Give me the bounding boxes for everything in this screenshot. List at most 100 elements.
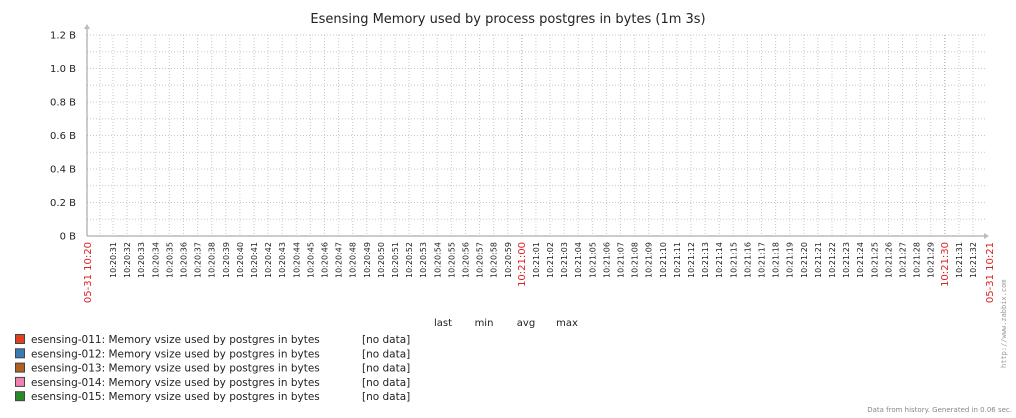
- x-end-label: 05-31 10:21: [985, 242, 996, 303]
- legend-swatch: [15, 362, 25, 373]
- x-tick-label: 10:20:57: [476, 242, 485, 278]
- x-tick-label: 10:21:23: [842, 242, 851, 278]
- y-tick-label: 0 B: [60, 232, 77, 243]
- x-tick-label: 10:20:49: [363, 242, 372, 278]
- x-tick-label: 10:20:59: [504, 242, 513, 278]
- x-tick-label: 10:21:10: [659, 242, 668, 278]
- side-brand: http://www.zabbix.com: [1000, 279, 1008, 368]
- x-tick-label: 10:20:34: [151, 242, 160, 278]
- x-tick-label: 10:21:03: [560, 242, 569, 278]
- x-tick-label: 10:20:46: [320, 242, 329, 278]
- x-tick-label: 10:21:18: [772, 242, 781, 278]
- x-tick-label: 10:20:47: [335, 242, 344, 278]
- legend-series-name: esensing-012: Memory vsize used by postg…: [31, 348, 320, 360]
- x-tick-label: 10:21:22: [828, 242, 837, 278]
- y-axis-arrow: [84, 24, 90, 29]
- x-tick-label: 10:20:43: [278, 242, 287, 278]
- x-tick-label: 10:20:58: [490, 242, 499, 278]
- x-tick-label: 10:21:02: [546, 242, 555, 278]
- x-tick-label: 10:21:13: [701, 242, 710, 278]
- y-tick-label: 0.4 B: [50, 165, 76, 176]
- x-tick-label: 10:20:40: [236, 242, 245, 278]
- axes: [84, 24, 989, 239]
- legend-header-min: min: [475, 318, 494, 329]
- x-tick-label: 10:20:54: [433, 242, 442, 278]
- y-tick-label: 0.8 B: [50, 98, 76, 109]
- x-tick-label: 10:21:07: [617, 242, 626, 278]
- x-tick-label: 10:21:30: [940, 242, 951, 287]
- x-tick-label: 10:21:00: [517, 242, 528, 287]
- x-tick-label: 10:21:06: [602, 242, 611, 278]
- legend-series-value: [no data]: [362, 377, 410, 389]
- x-tick-label: 10:21:04: [574, 242, 583, 278]
- x-tick-label: 10:21:21: [814, 242, 823, 278]
- y-tick-label: 1.0 B: [50, 64, 76, 75]
- x-tick-label: 10:20:53: [419, 242, 428, 278]
- x-tick-label: 10:21:32: [969, 242, 978, 278]
- y-tick-label: 1.2 B: [50, 31, 76, 42]
- legend-header-last: last: [434, 318, 452, 329]
- legend-series-value: [no data]: [362, 348, 410, 360]
- x-tick-label: 10:20:45: [306, 242, 315, 278]
- x-tick-label: 10:21:19: [786, 242, 795, 278]
- x-tick-label: 10:20:48: [349, 242, 358, 278]
- x-tick-label: 10:20:37: [194, 242, 203, 278]
- x-start-label: 05-31 10:20: [83, 242, 94, 303]
- legend-swatch: [15, 376, 25, 387]
- x-tick-label: 10:20:44: [292, 242, 301, 278]
- x-tick-label: 10:21:28: [913, 242, 922, 278]
- x-tick-label: 10:20:52: [405, 242, 414, 278]
- y-tick-label: 0.6 B: [50, 131, 76, 142]
- x-tick-label: 10:21:27: [899, 242, 908, 278]
- x-tick-label: 10:20:38: [208, 242, 217, 278]
- x-tick-label: 10:21:14: [715, 242, 724, 278]
- x-tick-label: 10:20:33: [137, 242, 146, 278]
- x-tick-label: 10:20:56: [461, 242, 470, 278]
- legend-header-max: max: [556, 318, 578, 329]
- x-tick-label: 10:21:15: [729, 242, 738, 278]
- legend-series-name: esensing-011: Memory vsize used by postg…: [31, 334, 320, 346]
- legend-series-value: [no data]: [362, 363, 410, 375]
- x-tick-label: 10:21:09: [645, 242, 654, 278]
- x-tick-label: 10:20:50: [377, 242, 386, 278]
- x-tick-label: 10:21:11: [673, 242, 682, 278]
- x-tick-label: 10:20:32: [123, 242, 132, 278]
- x-axis-ticks: 10:20:31 10:20:32 10:20:33 10:20:34 10:20:35…: [83, 242, 996, 303]
- legend-series-name: esensing-013: Memory vsize used by postg…: [31, 363, 320, 375]
- legend-series-value: [no data]: [362, 334, 410, 346]
- x-tick-label: 10:21:12: [687, 242, 696, 278]
- legend-series-name: esensing-014: Memory vsize used by postg…: [31, 377, 320, 389]
- legend-series-name: esensing-015: Memory vsize used by postg…: [31, 391, 320, 403]
- x-tick-label: 10:20:35: [165, 242, 174, 278]
- x-tick-label: 10:21:25: [870, 242, 879, 278]
- x-tick-label: 10:20:36: [179, 242, 188, 278]
- legend-swatch: [15, 348, 25, 359]
- x-tick-label: 10:21:08: [631, 242, 640, 278]
- legend: last min avg max esensing-011: Memory vsize …: [15, 318, 578, 403]
- chart-title: Esensing Memory used by process postgres…: [310, 12, 705, 27]
- x-tick-label: 10:21:29: [927, 242, 936, 278]
- x-tick-label: 10:21:17: [758, 242, 767, 278]
- x-tick-label: 10:21:26: [884, 242, 893, 278]
- x-tick-label: 10:20:42: [264, 242, 273, 278]
- grid: [87, 34, 985, 236]
- x-tick-label: 10:20:39: [222, 242, 231, 278]
- x-tick-label: 10:21:31: [955, 242, 964, 278]
- legend-header-avg: avg: [517, 318, 535, 329]
- x-tick-label: 10:20:41: [250, 242, 259, 278]
- x-axis-arrow: [984, 233, 989, 239]
- x-tick-label: 10:20:55: [447, 242, 456, 278]
- y-axis-ticks: 1.2 B 1.0 B 0.8 B 0.6 B 0.4 B 0.2 B 0 B: [50, 31, 76, 243]
- x-tick-label: 10:21:16: [743, 242, 752, 278]
- legend-swatch: [15, 391, 25, 402]
- legend-swatch: [15, 334, 25, 344]
- x-tick-label: 10:20:51: [391, 242, 400, 278]
- y-tick-label: 0.2 B: [50, 198, 76, 209]
- legend-series-value: [no data]: [362, 391, 410, 403]
- x-tick-label: 10:21:24: [856, 242, 865, 278]
- x-tick-label: 10:21:20: [800, 242, 809, 278]
- x-tick-label: 10:20:31: [109, 242, 118, 278]
- x-tick-label: 10:21:01: [532, 242, 541, 278]
- footer-text: Data from history. Generated in 0.06 sec…: [867, 406, 1012, 414]
